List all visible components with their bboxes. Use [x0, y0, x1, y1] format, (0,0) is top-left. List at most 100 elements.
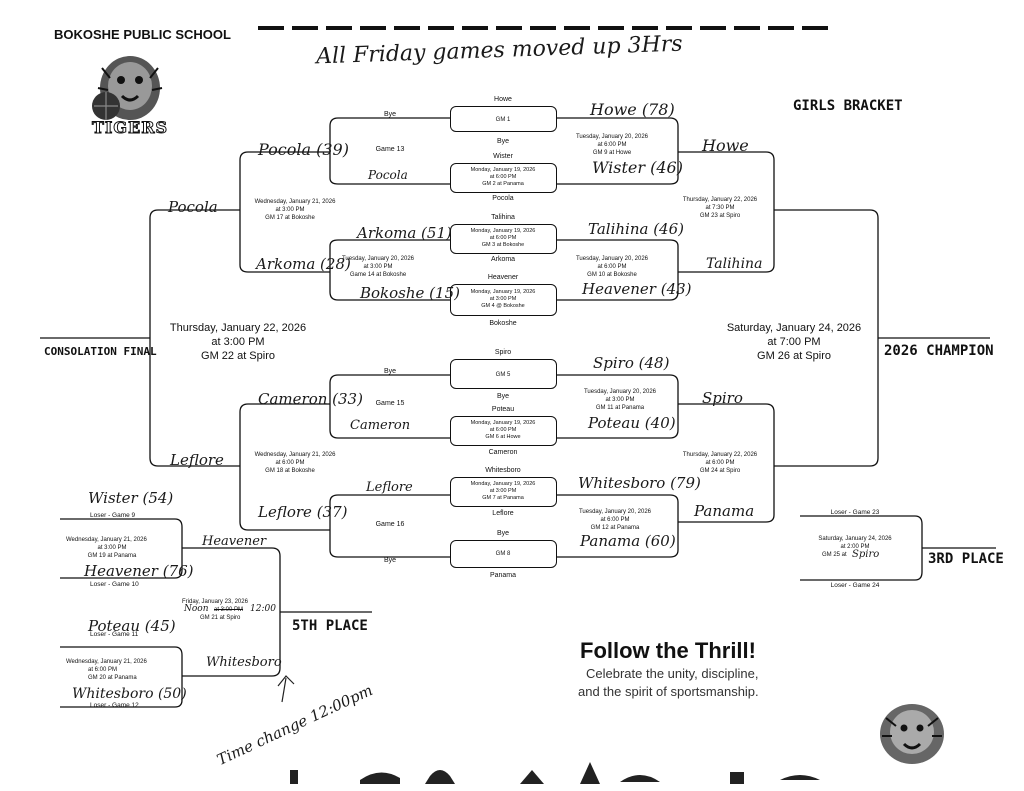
gm3-sched-2: at 6:00 PM: [489, 235, 517, 241]
gm26-sched-2: at 7:00 PM: [767, 336, 821, 348]
gm4-bottom-team: Bokoshe: [489, 320, 517, 327]
gm17-sched-2: at 3:00 PM: [275, 207, 305, 213]
gm12-sched-2: at 6:00 PM: [600, 517, 630, 523]
gm23-sched-2: at 7:30 PM: [705, 205, 735, 211]
gm18-sched-2: at 6:00 PM: [275, 460, 305, 466]
hand-spiro-r3: Spiro: [702, 389, 743, 407]
promo-line-2: and the spirit of sportsmanship.: [578, 684, 759, 699]
logo-text: TIGERS: [92, 118, 169, 138]
gm9-sched-3: GM 9 at Howe: [592, 150, 632, 156]
hand-leflore-r4: Leflore: [170, 451, 224, 469]
gm6-bottom-team: Cameron: [488, 449, 518, 456]
gm3-box: [450, 224, 557, 254]
gm5-top-team: Spiro: [494, 349, 512, 356]
gm4-sched-3: GM 4 @ Bokoshe: [481, 303, 525, 309]
gm20-bottom-label: Loser - Game 12: [90, 702, 139, 709]
gm21-sched-3: GM 21 at Spiro: [200, 615, 241, 621]
game16-label: Game 16: [375, 521, 405, 528]
third-sched-3: GM 25 at: [822, 552, 847, 558]
hand-heavener-76: Heavener (76): [84, 562, 194, 580]
third-place-label: 3RD PLACE: [928, 551, 1004, 567]
gm2-sched-3: GM 2 at Panama: [482, 181, 524, 187]
gm2-sched-2: at 6:00 PM: [489, 174, 517, 180]
gm8-label: GM 8: [495, 551, 511, 557]
game14-sched-3: Game 14 at Bokoshe: [349, 272, 407, 278]
hand-panama-r3: Panama: [694, 502, 755, 520]
hand-poteau-45: Poteau (45): [88, 617, 176, 635]
gm8-top-team: Bye: [496, 530, 510, 537]
game13-label: Game 13: [375, 146, 405, 153]
hand-howe-78: Howe (78): [590, 100, 675, 119]
game14-sched-2: at 3:00 PM: [363, 264, 393, 270]
gm5-label: GM 5: [495, 372, 511, 378]
consolation-final-label: CONSOLATION FINAL: [44, 345, 157, 358]
game14-sched-1: Tuesday, January 20, 2026: [341, 256, 415, 262]
gm2-box: [450, 163, 557, 193]
hand-leflore-g7: Leflore: [366, 480, 413, 495]
gm6-top-team: Poteau: [491, 406, 515, 413]
gm6-box: [450, 416, 557, 446]
promo-title: Follow the Thrill!: [580, 638, 756, 663]
gm3-top-team: Talihina: [491, 214, 515, 221]
hand-gm21-noon: Noon: [184, 604, 209, 614]
gm19-sched-2: at 3:00 PM: [97, 545, 127, 551]
hand-pocola-39: Pocola (39): [258, 140, 349, 159]
gm8-box: [450, 540, 557, 568]
gm22-sched-2: at 3:00 PM: [211, 336, 265, 348]
hand-whitesboro-79: Whitesboro (79): [578, 474, 701, 492]
gm3-sched-3: GM 3 at Bokoshe: [481, 242, 525, 248]
gm19-sched-1: Wednesday, January 21, 2026: [66, 537, 147, 543]
hand-cameron-33: Cameron (33): [258, 390, 363, 408]
hand-poteau-40: Poteau (40): [588, 414, 676, 432]
gm6-sched-3: GM 6 at Howe: [485, 434, 521, 440]
gm6-sched-1: Monday, January 19, 2026: [470, 420, 536, 426]
hand-cameron-g6: Cameron: [350, 418, 411, 433]
hand-arkoma-51: Arkoma (51): [357, 224, 452, 242]
tiger-mascot-image: [876, 700, 948, 768]
hand-panama-60: Panama (60): [580, 532, 676, 550]
gm24-sched-3: GM 24 at Spiro: [699, 468, 741, 474]
hand-whitesboro-50: Whitesboro (50): [72, 686, 187, 702]
gm9-sched-2: at 6:00 PM: [597, 142, 627, 148]
gm3-bottom-team: Arkoma: [490, 256, 516, 263]
gm10-sched-2: at 6:00 PM: [597, 264, 627, 270]
gm23-sched-1: Thursday, January 22, 2026: [682, 197, 758, 203]
hand-talihina-46: Talihina (46): [588, 220, 684, 238]
hand-leflore-37: Leflore (37): [258, 503, 348, 521]
game15-label: Game 15: [375, 400, 405, 407]
gm20-sched-2: at 6:00 PM: [88, 667, 118, 673]
gm21-sched-2: at 3:00 PM: [214, 607, 244, 613]
gm12-sched-3: GM 12 at Panama: [590, 525, 640, 531]
gm17-sched-3: GM 17 at Bokoshe: [265, 215, 315, 221]
hand-wister-54: Wister (54): [88, 489, 174, 507]
gm7-bottom-team: Leflore: [492, 510, 514, 517]
third-sched-1: Saturday, January 24, 2026: [818, 536, 892, 542]
girls-bracket-label: GIRLS BRACKET: [793, 98, 903, 114]
gm20-top-label: Loser - Game 11: [90, 631, 139, 638]
third-bottom-team: Loser - Game 24: [830, 582, 880, 589]
gm5-box: [450, 359, 557, 389]
gm26-sched-3: GM 26 at Spiro: [757, 350, 831, 362]
hand-arkoma-28: Arkoma (28): [256, 255, 351, 273]
gm4-top-team: Heavener: [487, 274, 519, 281]
gm12-sched-1: Tuesday, January 20, 2026: [578, 509, 652, 515]
gm18-sched-1: Wednesday, January 21, 2026: [254, 452, 336, 458]
gm21-sched-1: Friday, January 23, 2026: [182, 599, 248, 605]
gm8-bottom-team: Panama: [489, 572, 517, 579]
fifth-place-label: 5TH PLACE: [292, 618, 368, 634]
gm7-box: [450, 477, 557, 507]
hand-heavener-43: Heavener (43): [582, 280, 692, 298]
hand-whitesboro-c: Whitesboro: [206, 655, 282, 670]
gm11-sched-2: at 3:00 PM: [605, 397, 635, 403]
gm4-sched-2: at 3:00 PM: [489, 296, 517, 302]
gm2-sched-1: Monday, January 19, 2026: [470, 167, 536, 173]
gm4-sched-1: Monday, January 19, 2026: [470, 289, 536, 295]
hand-pocola-r3: Pocola: [168, 198, 218, 216]
gm11-sched-1: Tuesday, January 20, 2026: [583, 389, 657, 395]
gm22-sched-3: GM 22 at Spiro: [201, 350, 275, 362]
gm3-sched-1: Monday, January 19, 2026: [470, 228, 536, 234]
gm1-top-team: Howe: [494, 96, 512, 103]
hand-third-site: Spiro: [852, 549, 880, 560]
hand-spiro-48: Spiro (48): [593, 354, 670, 372]
promo-line-1: Celebrate the unity, discipline,: [586, 666, 759, 681]
